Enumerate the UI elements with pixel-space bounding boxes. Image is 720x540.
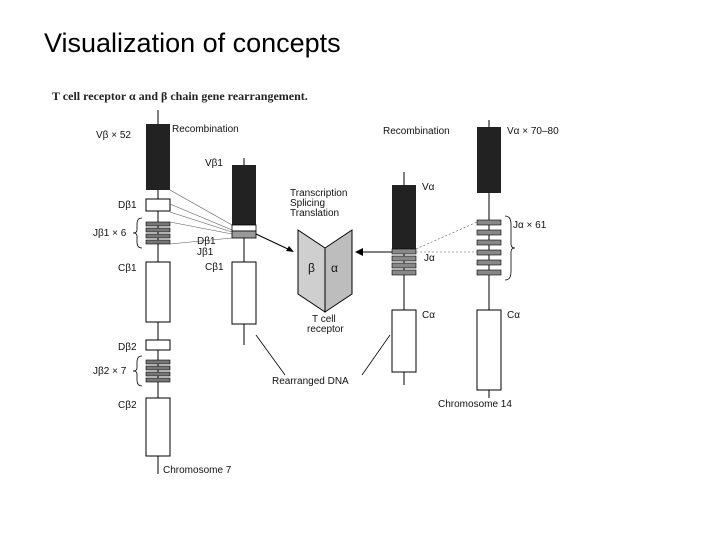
dbeta2-segment xyxy=(145,339,171,351)
dbeta1-segment xyxy=(145,198,171,212)
jalpha-brace xyxy=(504,215,516,281)
calpha-locus-label: Cα xyxy=(507,310,520,321)
valpha-segments xyxy=(477,127,501,193)
rearranged-dbeta1-label: Dβ1 xyxy=(197,236,216,247)
vbeta1-label: Vβ1 xyxy=(205,158,223,169)
cbeta1-label: Cβ1 xyxy=(118,263,137,274)
vbeta-label: Vβ × 52 xyxy=(96,130,131,141)
rearranged-dna-pointers xyxy=(255,334,391,376)
jalpha-locus-label: Jα × 61 xyxy=(513,220,547,231)
cbeta1-rearranged-segment xyxy=(231,261,257,325)
receptor-label-line2: receptor xyxy=(307,324,344,335)
translation-label: Translation xyxy=(290,208,339,219)
receptor-alpha-chain xyxy=(324,229,353,313)
cbeta1-segment xyxy=(145,261,171,323)
rearranged-cbeta1-label: Cβ1 xyxy=(205,262,224,273)
beta-to-receptor-arrow xyxy=(255,233,291,251)
jalpha-cluster xyxy=(476,219,502,276)
alpha-germline-locus: Vα × 70–80 Jα × 61 Cα Chromosome 14 xyxy=(438,120,559,410)
calpha-segment xyxy=(476,309,502,391)
receptor-label-line1: T cell xyxy=(312,314,336,325)
cbeta2-segment xyxy=(145,397,171,457)
t-cell-receptor: β α T cell receptor xyxy=(297,229,353,335)
beta-germline-locus: Vβ × 52 Dβ1 Jβ1 × 6 Cβ1 Dβ2 Jβ2 × 7 Cβ2 … xyxy=(93,110,232,476)
jbeta1-cluster xyxy=(145,221,171,245)
figure-title: T cell receptor α and β chain gene rearr… xyxy=(52,89,308,103)
jalpha-label: Jα xyxy=(424,253,435,264)
valpha-rearranged-segment xyxy=(392,185,416,249)
chromosome-7-label: Chromosome 7 xyxy=(163,465,232,476)
jbeta2-label: Jβ2 × 7 xyxy=(93,366,127,377)
dbeta2-label: Dβ2 xyxy=(118,342,137,353)
alpha-recombination-lines xyxy=(415,221,478,253)
jbeta2-cluster xyxy=(145,359,171,383)
vbeta-segments xyxy=(146,124,170,190)
beta-rearranged-dna: Vβ1 Dβ1 Jβ1 Cβ1 xyxy=(197,158,257,345)
chromosome-14-label: Chromosome 14 xyxy=(438,399,512,410)
jbeta1-brace xyxy=(132,217,143,249)
receptor-beta-label: β xyxy=(308,261,315,275)
jbeta1-rearranged-segment xyxy=(231,230,257,239)
rearranged-jbeta1-label: Jβ1 xyxy=(197,247,214,258)
vbeta1-rearranged-segment xyxy=(232,165,256,225)
dbeta1-rearranged-segment xyxy=(231,224,257,232)
calpha-label: Cα xyxy=(422,310,435,321)
dbeta1-label: Dβ1 xyxy=(118,200,137,211)
valpha-label: Vα xyxy=(422,182,435,193)
cbeta2-label: Cβ2 xyxy=(118,400,137,411)
jbeta2-brace xyxy=(132,355,143,387)
rearranged-dna-label: Rearranged DNA xyxy=(272,376,349,387)
slide-title: Visualization of concepts xyxy=(44,28,341,58)
receptor-alpha-label: α xyxy=(331,261,338,275)
transcription-label: Transcription xyxy=(290,188,347,199)
alpha-rearranged-dna: Vα Jα Cα xyxy=(391,172,435,385)
jbeta1-label: Jβ1 × 6 xyxy=(93,228,127,239)
valpha-locus-label: Vα × 70–80 xyxy=(507,126,559,137)
calpha-rearranged-segment xyxy=(391,309,417,373)
splicing-label: Splicing xyxy=(290,198,325,209)
beta-recombination-lines xyxy=(169,189,233,245)
alpha-recombination-label: Recombination xyxy=(383,126,450,137)
beta-recombination-label: Recombination xyxy=(172,124,239,135)
